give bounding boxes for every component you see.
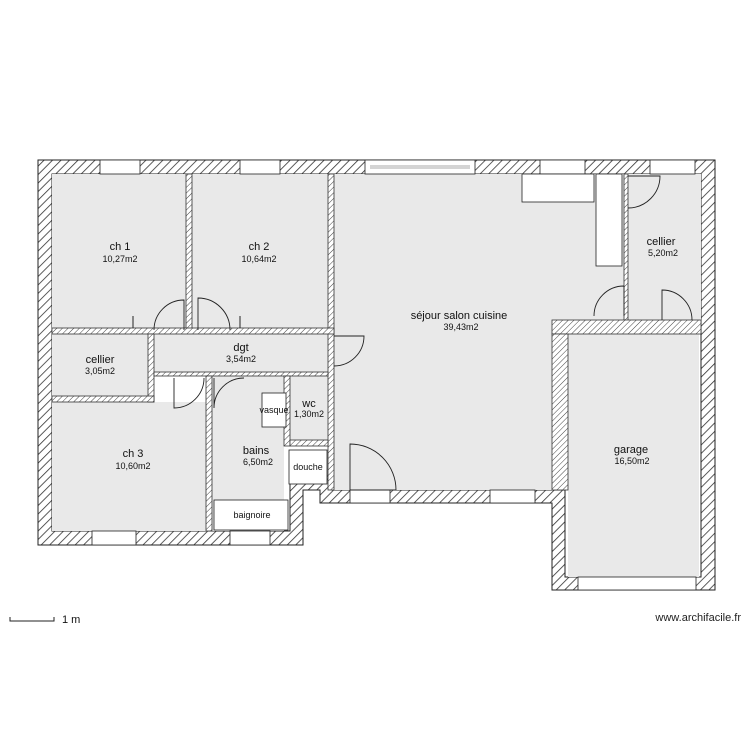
room-name-ch3: ch 3	[123, 448, 144, 460]
fixture-label-baignoire: baignoire	[233, 510, 270, 520]
room-name-cellier-right: cellier	[647, 236, 676, 248]
scale-bar	[9, 617, 55, 622]
interior-walls	[51, 173, 702, 532]
vasque-fixture	[261, 392, 287, 428]
windows	[91, 159, 697, 591]
room-name-sejour: séjour salon cuisine	[411, 310, 508, 322]
room-area-ch2: 10,64m2	[241, 254, 276, 264]
fixture-label-vasque: vasque	[259, 405, 288, 415]
room-area-sejour: 39,43m2	[443, 322, 478, 332]
baignoire-fixture	[213, 499, 289, 531]
room-area-ch1: 10,27m2	[102, 254, 137, 264]
bay-window-glazing	[370, 165, 470, 169]
room-area-garage: 16,50m2	[614, 456, 649, 466]
room-name-wc: wc	[301, 398, 316, 410]
room-area-cellier-left: 3,05m2	[85, 366, 115, 376]
kitchen-counters	[521, 173, 623, 267]
room-name-bains: bains	[243, 445, 270, 457]
wall-stubs	[132, 316, 241, 328]
room-name-dgt: dgt	[233, 342, 248, 354]
room-area-cellier-right: 5,20m2	[648, 248, 678, 258]
room-area-wc: 1,30m2	[294, 409, 324, 419]
sanitary-fixtures	[213, 392, 328, 531]
room-name-cellier-left: cellier	[86, 354, 115, 366]
room-name-garage: garage	[614, 444, 648, 456]
doors	[153, 175, 693, 491]
room-name-ch2: ch 2	[249, 241, 270, 253]
room-name-ch1: ch 1	[110, 241, 131, 253]
douche-fixture	[288, 449, 328, 485]
fixture-label-douche: douche	[293, 462, 323, 472]
room-area-bains: 6,50m2	[243, 457, 273, 467]
scale-label: 1 m	[62, 614, 80, 626]
credit-text[interactable]: www.archifacile.fr	[654, 612, 741, 624]
room-area-ch3: 10,60m2	[115, 461, 150, 471]
room-area-dgt: 3,54m2	[226, 354, 256, 364]
